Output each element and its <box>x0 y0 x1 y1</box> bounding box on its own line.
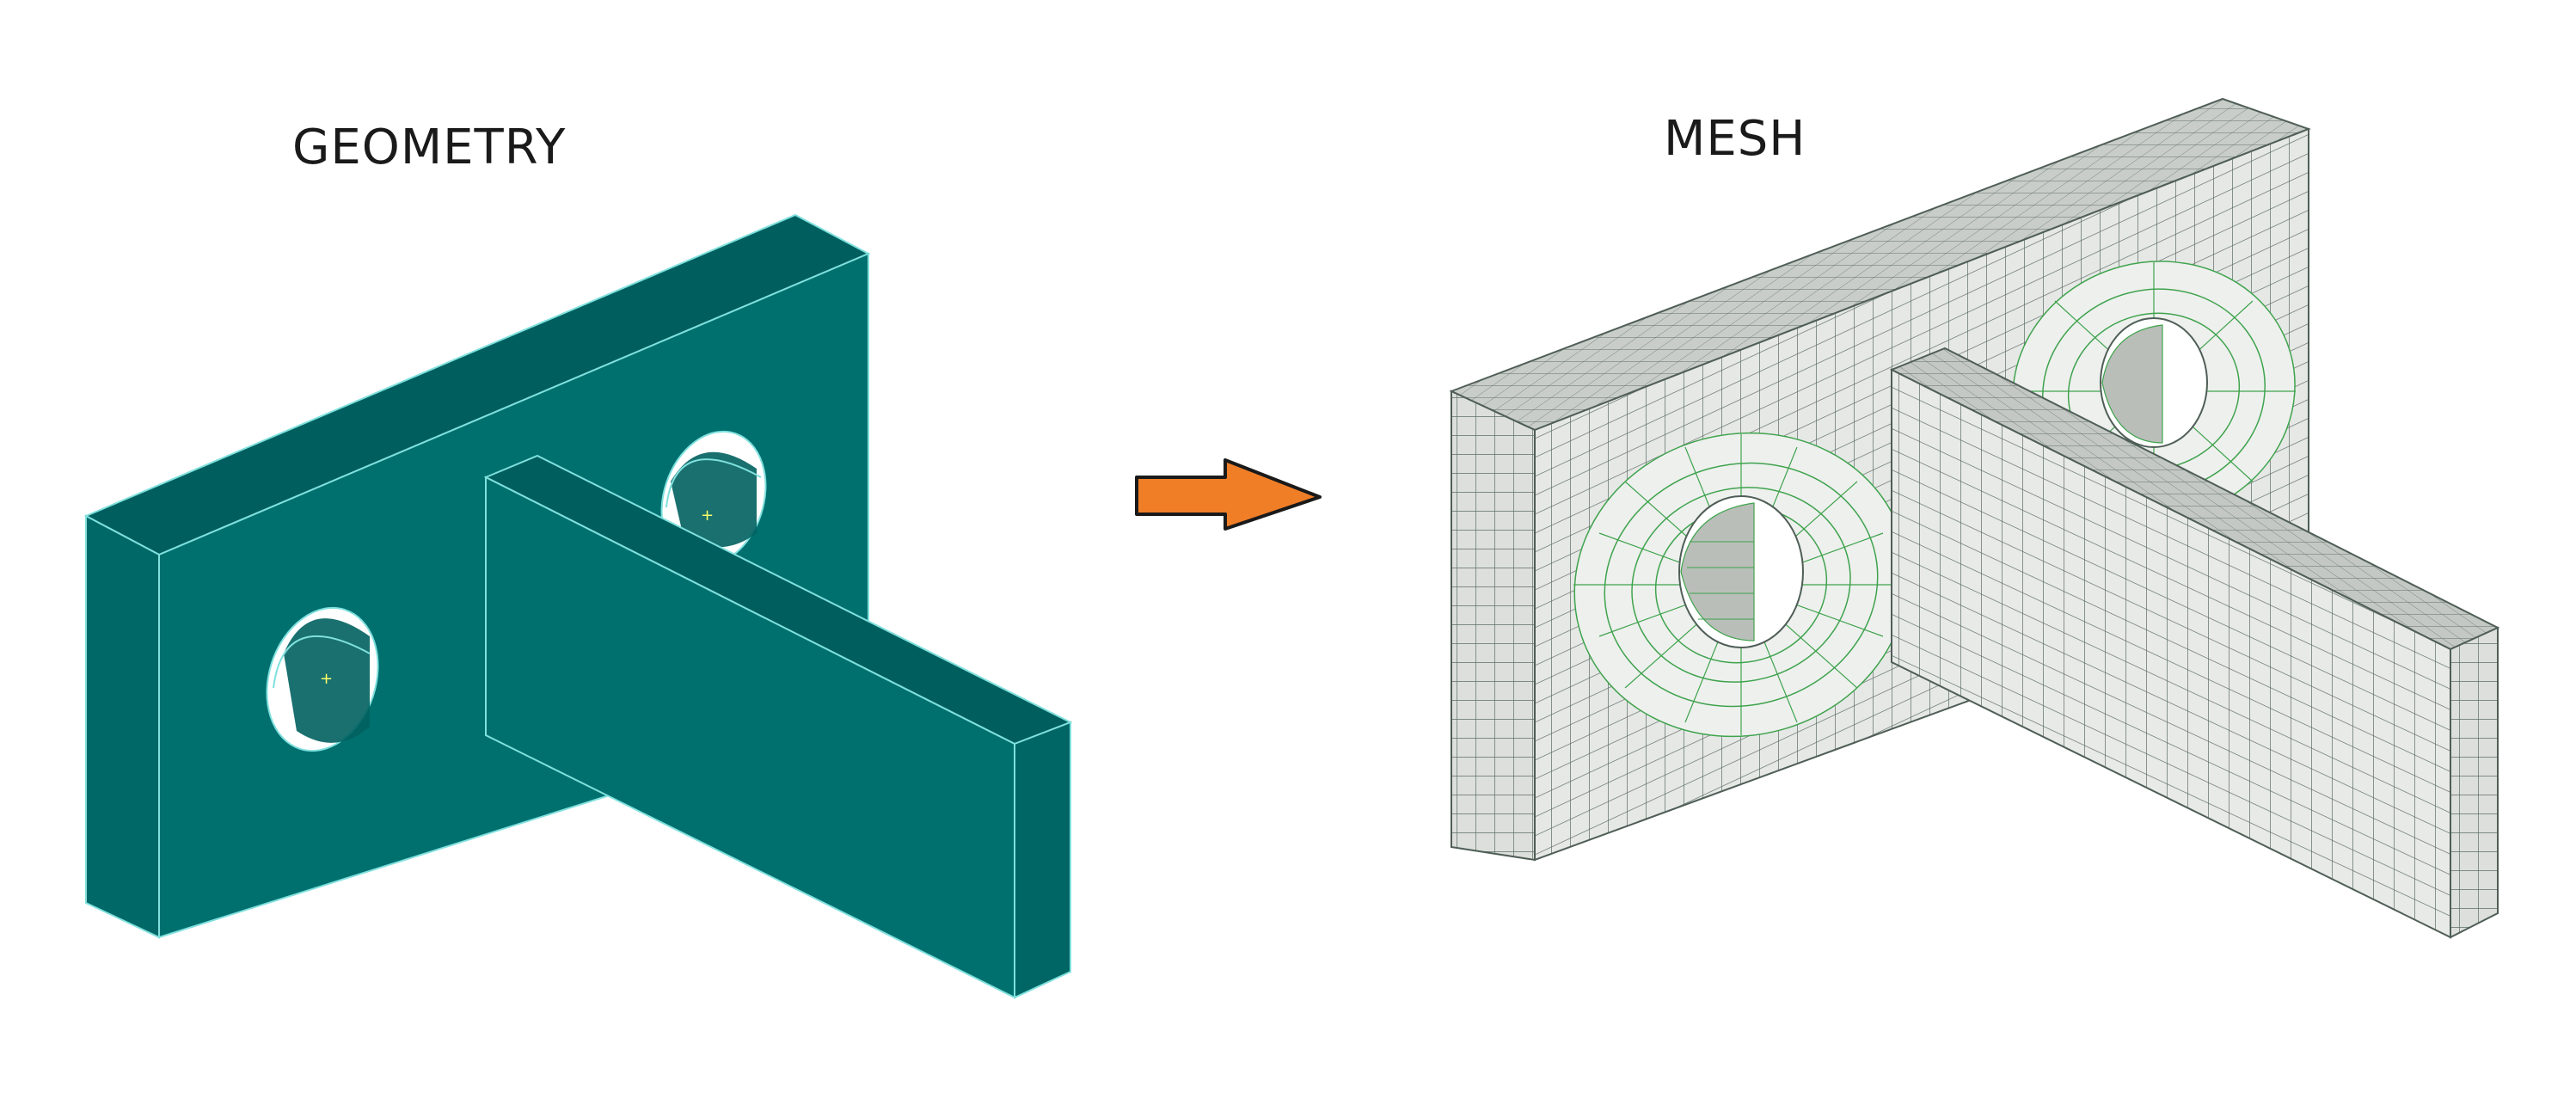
geometry-model: + + <box>83 213 1073 999</box>
geometry-hole-left: + <box>266 606 379 752</box>
mesh-hole-left <box>1573 432 1909 738</box>
mesh-model <box>1449 97 2500 939</box>
geometry-title: GEOMETRY <box>292 120 566 175</box>
arrow-icon <box>1135 458 1322 531</box>
geometry-fin-end-face <box>1014 721 1071 999</box>
svg-text:+: + <box>320 670 333 688</box>
mesh-title: MESH <box>1664 111 1806 167</box>
geometry-plate-left-face <box>85 514 160 939</box>
mesh-fin-end-face <box>2450 626 2499 939</box>
svg-text:+: + <box>701 506 714 525</box>
mesh-plate-left-face <box>1451 390 1536 862</box>
